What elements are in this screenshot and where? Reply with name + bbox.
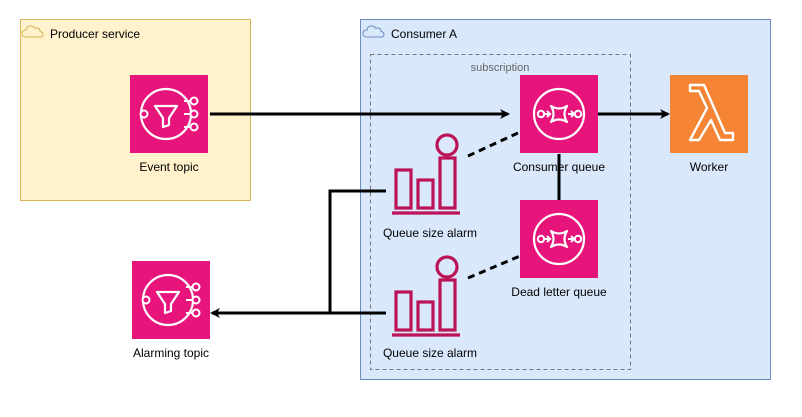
producer-service-label: Producer service	[50, 27, 140, 41]
edges	[210, 109, 670, 318]
dead-letter-queue-tile	[520, 200, 598, 278]
worker-tile	[670, 75, 748, 153]
producer-service-group: Producer service	[20, 19, 251, 201]
queue-size-alarm-2-label: Queue size alarm	[383, 346, 477, 360]
consumer-queue-node[interactable]: Consumer queue	[513, 75, 605, 174]
edge-alarm-2-watches-dead-letter-queue	[467, 254, 521, 280]
subscription-box	[370, 54, 631, 370]
consumer-queue-label: Consumer queue	[513, 160, 605, 174]
queue-size-alarm-1-label: Queue size alarm	[383, 226, 477, 240]
event-topic-label: Event topic	[139, 160, 198, 174]
subscription-label: subscription	[471, 62, 530, 74]
consumer-a-box	[360, 19, 771, 380]
consumer-a-group: Consumer A	[360, 19, 771, 380]
consumer-a-label: Consumer A	[391, 27, 457, 41]
alarming-topic-node[interactable]: Alarming topic	[132, 261, 210, 360]
dead-letter-queue-label: Dead letter queue	[511, 285, 607, 299]
edge-alarm-1-to-bus	[328, 189, 386, 315]
dead-letter-queue-node[interactable]: Dead letter queue	[511, 200, 607, 299]
alarming-topic-label: Alarming topic	[133, 346, 209, 360]
lambda-icon	[688, 83, 735, 142]
event-topic-node[interactable]: Event topic	[130, 75, 208, 174]
queue-size-alarm-2-node[interactable]: Queue size alarm	[383, 255, 477, 360]
worker-node[interactable]: Worker	[670, 75, 748, 174]
worker-label: Worker	[690, 160, 728, 174]
subscription-group: subscription	[370, 54, 631, 370]
consumer-queue-tile	[520, 75, 598, 153]
edge-alarm-1-watches-consumer-queue	[467, 130, 521, 158]
queue-size-alarm-1-node[interactable]: Queue size alarm	[383, 133, 477, 240]
